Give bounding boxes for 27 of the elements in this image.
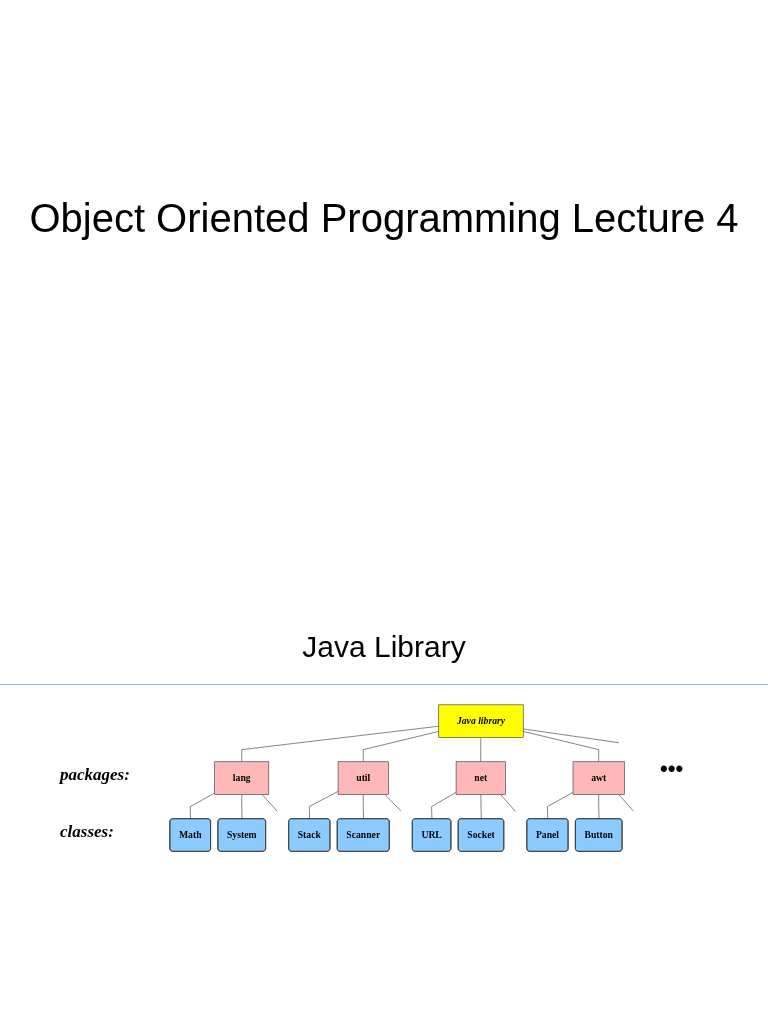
connector — [362, 794, 364, 820]
slide-heading: Java Library — [301, 630, 467, 664]
connector — [598, 794, 600, 820]
node-box: lang — [214, 761, 270, 795]
connector — [522, 728, 620, 744]
node-box: net — [455, 761, 506, 795]
connector — [309, 791, 339, 820]
connector — [241, 725, 440, 763]
row-label: classes: — [60, 822, 114, 842]
ellipsis: ••• — [660, 756, 684, 782]
node-box: Java library — [438, 704, 524, 738]
connector — [384, 794, 402, 812]
row-label: packages: — [60, 765, 130, 785]
connector — [431, 792, 457, 820]
connector — [189, 792, 215, 820]
slide-title: Object Oriented Programming Lecture 4 — [28, 195, 740, 242]
connector — [522, 731, 600, 763]
connector — [241, 794, 243, 820]
connector — [500, 794, 516, 812]
connector — [261, 794, 278, 812]
connector — [618, 794, 634, 812]
connector — [480, 737, 482, 763]
connector — [547, 792, 574, 820]
node-box: util — [337, 761, 389, 795]
connector — [362, 731, 440, 763]
connector — [480, 794, 482, 820]
node-box: awt — [572, 761, 625, 795]
